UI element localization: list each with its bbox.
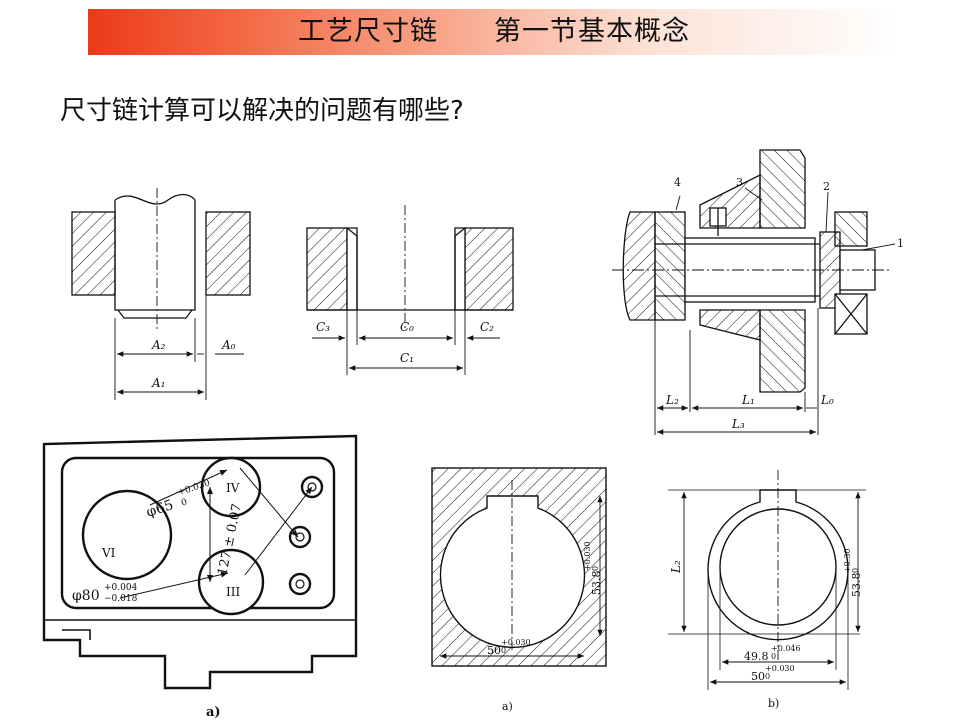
dim-l3-label: L₃ xyxy=(731,417,745,431)
keyway-a-caption: a) xyxy=(502,700,513,713)
hole-4-label: IV xyxy=(226,481,240,495)
part-2-label: 2 xyxy=(823,180,830,193)
dim-l0-label: L₀ xyxy=(820,393,834,407)
hole-6 xyxy=(81,489,173,581)
shaft-outline xyxy=(114,212,196,311)
dim-c1-label: C₁ xyxy=(400,351,414,365)
keyway-b-d-label: 50 xyxy=(751,670,765,683)
figure-assembly xyxy=(612,149,896,435)
part-1-label: 1 xyxy=(897,237,904,250)
hole-wall-left xyxy=(71,211,116,296)
hole-3 xyxy=(197,548,265,616)
tol-65-lower: 0 xyxy=(180,497,189,508)
gear-hub-bottom xyxy=(759,309,806,393)
bore-wall-left xyxy=(306,227,348,311)
keyway-a-h-tol-lower: 0 xyxy=(591,566,600,571)
keyway-a-d-tol-lower: 0 xyxy=(501,646,506,655)
keyway-a-bore xyxy=(439,495,586,648)
keyway-b-outer xyxy=(707,489,849,641)
part-1-bearing-top xyxy=(834,211,868,247)
question-text: 尺寸链计算可以解决的问题有哪些? xyxy=(60,96,464,126)
keyway-b-h-callout: 53.8 +0.30 0 xyxy=(843,548,863,597)
figure-keyway-a xyxy=(431,467,607,667)
figure-shaft-hole xyxy=(71,188,251,400)
shaft-end xyxy=(622,211,656,321)
dim-l2-label: L₂ xyxy=(665,393,679,407)
title-banner: 工艺尺寸链 第一节基本概念 xyxy=(88,9,900,55)
keyway-a-h-callout: 53.8 +0.030 0 xyxy=(583,541,603,595)
gear-hub-top xyxy=(759,149,806,229)
part-4-nut xyxy=(654,211,686,321)
housing-inner-wall xyxy=(60,456,336,610)
hole-6-label: VI xyxy=(101,546,116,560)
dim-a2-label: A₂ xyxy=(151,338,166,352)
small-hole-2 xyxy=(288,525,312,549)
dim-a1-label: A₁ xyxy=(151,376,165,390)
keyway-b-h-tol-lower: 0 xyxy=(851,568,860,573)
dim-a0-label: A₀ xyxy=(221,338,236,352)
keyway-a-d-label: 50 xyxy=(487,644,501,657)
leader-80 xyxy=(119,571,229,599)
part-4-label: 4 xyxy=(674,176,681,189)
small-hole-3 xyxy=(288,572,312,596)
dim-l1-label: L₁ xyxy=(741,393,755,407)
keyway-a-d-tol-upper: +0.030 xyxy=(501,638,531,647)
bore-wall-right xyxy=(464,227,514,311)
keyway-b-inner-tol-lower: 0 xyxy=(771,652,776,661)
housing-outer xyxy=(42,434,358,690)
hole-wall-right xyxy=(205,211,251,296)
keyway-b-h-label: 53.8 xyxy=(850,573,863,598)
small-hole-1 xyxy=(300,475,324,499)
keyway-b-d-tol-upper: +0.030 xyxy=(765,664,795,673)
callout-80: φ80 +0.004 −0.018 xyxy=(72,583,138,604)
figure-housing xyxy=(42,434,358,690)
keyway-b-inner-label: 49.8 xyxy=(744,650,769,663)
keyway-b-l2-callout: L₂ xyxy=(669,560,683,574)
hole-3-label: III xyxy=(226,585,240,599)
tol-80-upper: +0.004 xyxy=(104,583,138,593)
dim-c2-label: C₂ xyxy=(480,320,494,334)
dia-80-label: φ80 xyxy=(72,588,100,604)
leader-65 xyxy=(149,469,228,506)
keyway-b-h-tol-upper: +0.30 xyxy=(843,548,852,573)
keyway-b-inner-tol-upper: +0.046 xyxy=(771,644,801,653)
keyway-a-h-tol-upper: +0.030 xyxy=(583,541,592,571)
slide-title: 工艺尺寸链 第一节基本概念 xyxy=(298,16,690,47)
dim-c3-label: C₃ xyxy=(316,320,330,334)
tol-80-lower: −0.018 xyxy=(104,594,138,604)
part-3-label: 3 xyxy=(736,176,743,189)
keyway-b-d-tol-lower: 0 xyxy=(765,672,770,681)
hole-4 xyxy=(200,456,262,518)
dim-c0-label: C₀ xyxy=(400,320,414,334)
keyway-b-caption: b) xyxy=(768,697,779,710)
figure-keyway-b xyxy=(668,470,866,690)
shaft-break-line xyxy=(114,193,196,205)
keyway-b-l2-label: L₂ xyxy=(669,560,683,574)
keyway-a-h-label: 53.8 xyxy=(590,571,603,596)
housing-caption: a) xyxy=(206,705,221,720)
figure-bore xyxy=(306,205,514,375)
